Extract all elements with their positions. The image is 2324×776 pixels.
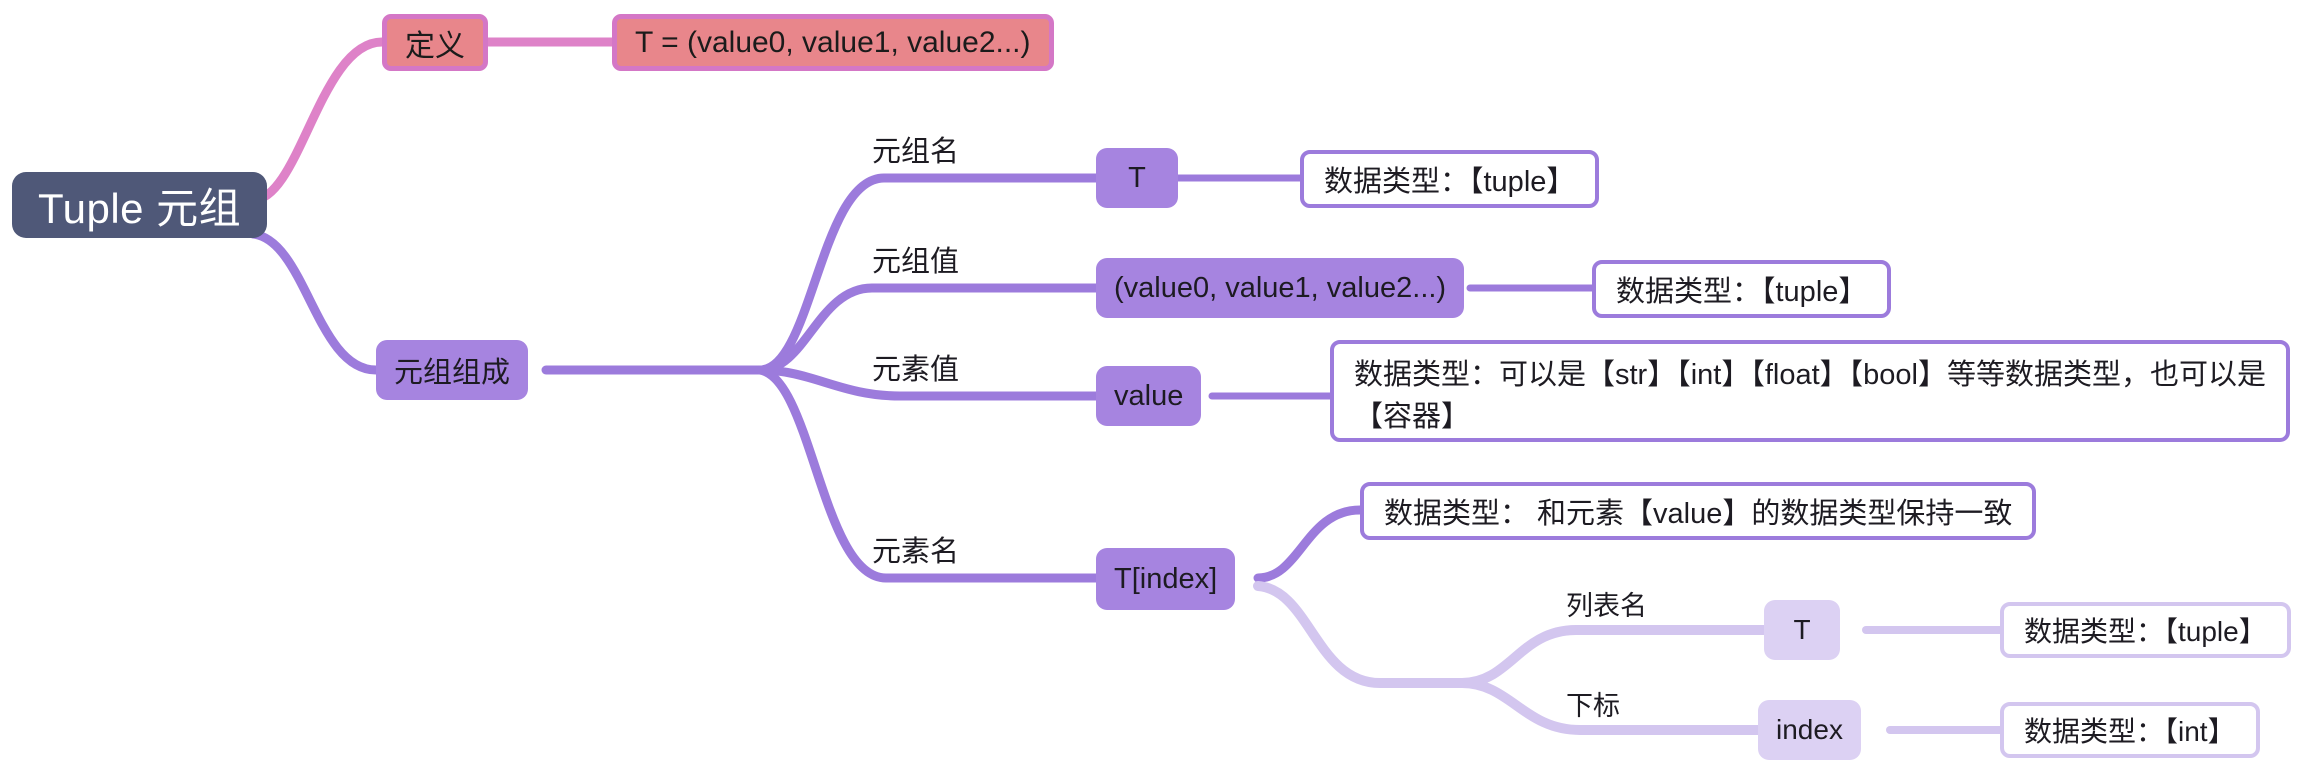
edge-subbranch-to-listname [1457, 625, 1769, 688]
node-tuplename[interactable]: T [1096, 148, 1178, 208]
edge-elementname-to-subbranch [1253, 581, 1467, 688]
node-elementname[interactable]: T[index] [1096, 548, 1236, 610]
node-composition[interactable]: 元组组成 [376, 340, 529, 400]
edge-label-listname: 列表名 [1566, 591, 1647, 621]
node-elementname-detail[interactable]: 数据类型： 和元素【value】的数据类型保持一致 [1360, 482, 2037, 540]
node-subscript[interactable]: index [1758, 700, 1861, 760]
edge-label-tuplevalue: 元组值 [872, 246, 960, 278]
node-tuplevalue[interactable]: (value0, value1, value2...) [1096, 258, 1465, 318]
edge-label-elementvalue: 元素值 [872, 354, 960, 386]
node-elementvalue-detail[interactable]: 数据类型：可以是【str】【int】【float】【bool】等等数据类型，也可… [1330, 340, 2290, 442]
node-listname[interactable]: T [1764, 600, 1840, 660]
edge-root-to-composition [248, 229, 381, 375]
edge-label-tuplename: 元组名 [872, 136, 960, 168]
node-definition-detail[interactable]: T = (value0, value1, value2...) [612, 14, 1054, 71]
node-tuplename-detail[interactable]: 数据类型：【tuple】 [1300, 150, 1600, 208]
node-subscript-detail[interactable]: 数据类型：【int】 [2000, 702, 2260, 758]
edge-label-elementname: 元素名 [872, 536, 960, 568]
node-elementvalue[interactable]: value [1096, 366, 1202, 426]
edge-root-to-definition [248, 37, 387, 205]
root-node[interactable]: Tuple 元组 [12, 172, 268, 238]
node-listname-detail[interactable]: 数据类型：【tuple】 [2000, 602, 2291, 658]
node-tuplevalue-detail[interactable]: 数据类型：【tuple】 [1592, 260, 1892, 318]
edge-elementname-to-detail [1253, 505, 1365, 583]
edge-label-subscript: 下标 [1566, 691, 1620, 721]
node-definition[interactable]: 定义 [382, 14, 488, 71]
